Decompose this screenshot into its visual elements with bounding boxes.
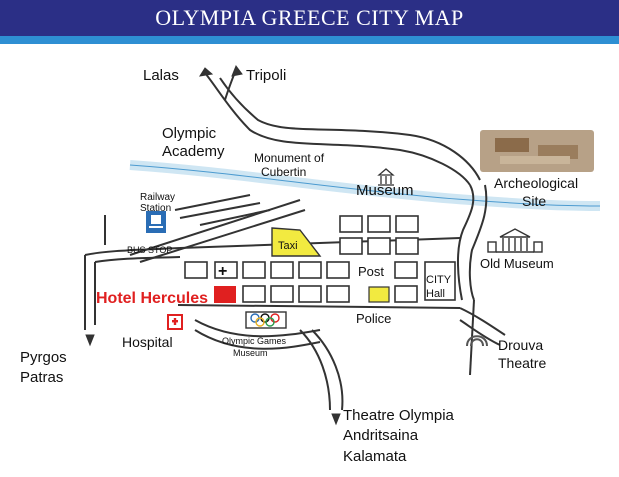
hospital-cross-icon xyxy=(167,314,183,330)
label-railway-2: Station xyxy=(140,203,171,214)
label-hospital: Hospital xyxy=(122,334,173,350)
label-drouva-1: Drouva xyxy=(498,337,543,353)
train-icon xyxy=(146,211,166,233)
label-city-hall-1: CITY xyxy=(426,274,452,286)
label-old-museum: Old Museum xyxy=(480,256,554,271)
temple-icon xyxy=(480,130,594,172)
label-olympic-academy-2: Academy xyxy=(162,143,225,160)
taxi-label: Taxi xyxy=(278,240,298,252)
city-map: Taxi + xyxy=(20,64,601,465)
label-olympic-academy-1: Olympic xyxy=(162,125,217,142)
label-police: Police xyxy=(356,311,391,326)
river-edge xyxy=(129,164,601,207)
label-tripoli: Tripoli xyxy=(246,67,286,84)
label-post: Post xyxy=(358,264,384,279)
old-museum-icon xyxy=(487,228,543,253)
hotel-marker xyxy=(214,286,236,303)
theatre-arch-icon xyxy=(466,335,488,347)
label-pyrgos: Pyrgos xyxy=(20,349,67,366)
label-archeological-1: Archeological xyxy=(494,175,578,191)
label-patras: Patras xyxy=(20,369,63,386)
label-theatre-olympia: Theatre Olympia xyxy=(343,407,455,424)
police-marker xyxy=(368,286,390,303)
city-blocks xyxy=(184,215,456,303)
label-andritsaina: Andritsaina xyxy=(343,427,419,444)
road-arrows xyxy=(85,64,341,426)
header-banner: OLYMPIA GREECE CITY MAP xyxy=(0,0,619,36)
page-title: OLYMPIA GREECE CITY MAP xyxy=(155,5,464,30)
label-monument-2: Cubertin xyxy=(261,165,306,179)
museum-building-icon xyxy=(377,168,395,186)
label-hotel: Hotel Hercules xyxy=(96,290,208,307)
header-accent-bar xyxy=(0,36,619,44)
label-games-museum-1: Olympic Games xyxy=(222,336,287,346)
label-museum: Museum xyxy=(356,182,414,199)
label-kalamata: Kalamata xyxy=(343,448,407,465)
label-monument-1: Monument of xyxy=(254,151,325,165)
label-railway-1: Railway xyxy=(140,192,175,203)
olympic-rings-icon xyxy=(245,311,287,329)
label-archeological-2: Site xyxy=(522,193,546,209)
label-bus-stop: BUS STOP xyxy=(127,245,172,255)
church-plus-sign: + xyxy=(218,263,227,280)
taxi-area xyxy=(271,227,322,257)
label-drouva-2: Theatre xyxy=(498,355,546,371)
label-lalas: Lalas xyxy=(143,67,179,84)
label-city-hall-2: Hall xyxy=(426,288,445,300)
label-games-museum-2: Museum xyxy=(233,348,268,358)
